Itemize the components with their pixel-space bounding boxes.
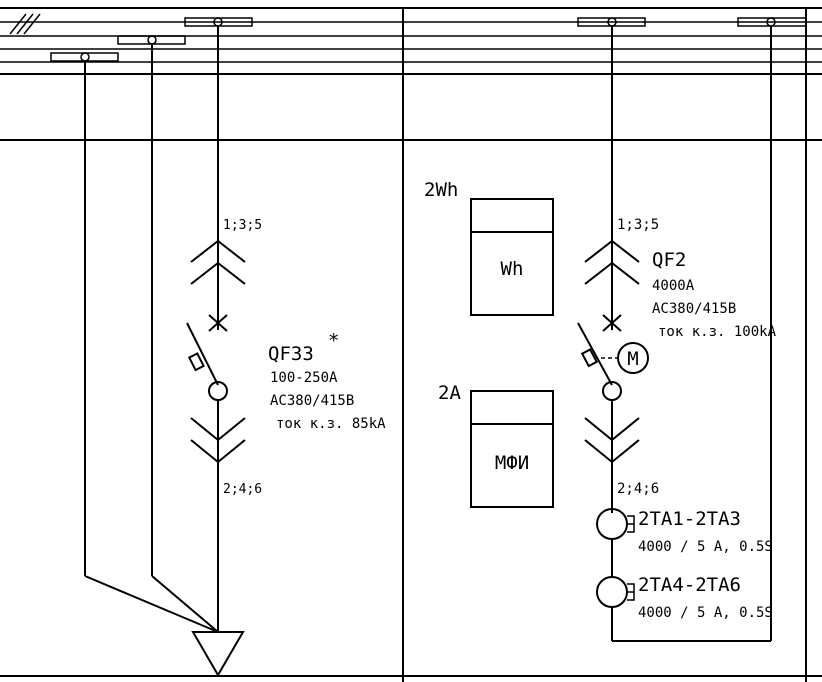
motor-drive-label: M: [627, 348, 638, 370]
right-lower-terminal: 2;4;6: [617, 481, 659, 497]
energy-meter-tag: 2Wh: [424, 179, 458, 201]
left-breaker-name: QF33: [268, 343, 314, 365]
motor-drive-icon: [617, 342, 649, 374]
left-breaker-rating: 100-250A: [270, 370, 338, 386]
energy-meter: [470, 198, 554, 316]
left-breaker-short-circuit: ток к.з. 85kA: [276, 416, 386, 432]
ct-group-2-name: 2TA4-2TA6: [638, 574, 741, 596]
right-breaker-voltage: AC380/415B: [652, 301, 736, 317]
right-breaker-rating: 4000A: [652, 278, 695, 294]
left-breaker-note-mark: *: [328, 330, 339, 352]
multifunction-meter: [470, 390, 554, 508]
current-transformer-2-icon: [596, 576, 628, 608]
multifunction-meter-label: МФИ: [495, 452, 529, 474]
right-upper-terminal: 1;3;5: [617, 217, 659, 233]
ct-group-1-name: 2TA1-2TA3: [638, 508, 741, 530]
three-phase-mark: [9, 13, 41, 35]
left-upper-terminal: 1;3;5: [223, 218, 262, 233]
left-breaker-voltage: AC380/415B: [270, 393, 354, 409]
left-lower-terminal: 2;4;6: [223, 482, 262, 497]
energy-meter-label: Wh: [501, 258, 524, 280]
current-transformer-1-icon: [596, 508, 628, 540]
ct-group-1-spec: 4000 / 5 A, 0.5S: [638, 539, 773, 555]
multifunction-meter-tag: 2A: [438, 382, 461, 404]
ct-group-2-spec: 4000 / 5 A, 0.5S: [638, 605, 773, 621]
right-feeder: [577, 26, 772, 642]
right-breaker-short-circuit: ток к.з. 100kA: [658, 324, 777, 340]
right-breaker-name: QF2: [652, 249, 686, 271]
left-feeder: [84, 26, 246, 677]
